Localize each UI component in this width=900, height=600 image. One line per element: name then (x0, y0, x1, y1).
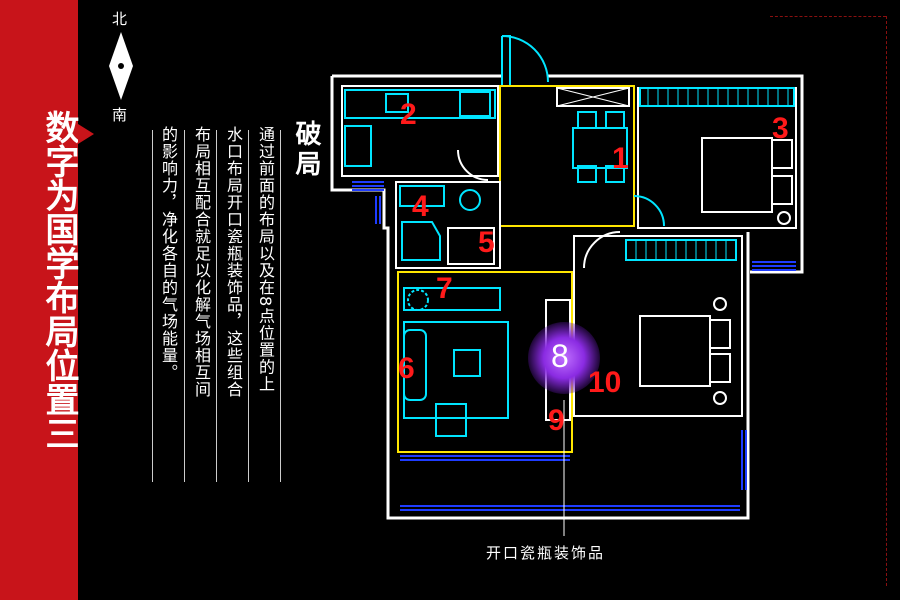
marker-4: 4 (412, 190, 429, 223)
vase-caption: 开口瓷瓶装饰品 (486, 544, 606, 562)
marker-3: 3 (772, 112, 789, 145)
marker-7: 7 (436, 272, 453, 305)
marker-9: 9 (548, 404, 565, 437)
body-column-4: 的影响力，净化各自的气场能量。 (159, 126, 178, 381)
sidebar-banner: 数字为国学布局位置三 (0, 0, 79, 600)
column-divider (216, 130, 217, 482)
sidebar-title: 数字为国学布局位置三 (39, 110, 79, 450)
frame-right-line (886, 16, 888, 586)
sidebar-pointer (78, 124, 94, 144)
marker-8-glow (528, 322, 600, 394)
marker-5: 5 (478, 226, 495, 259)
marker-6: 6 (398, 352, 415, 385)
marker-1: 1 (612, 142, 629, 175)
body-column-1: 通过前面的布局以及在8点位置的上 (256, 126, 275, 393)
compass-south-label: 南 (112, 106, 128, 124)
column-divider (248, 130, 249, 482)
compass-north-label: 北 (112, 10, 128, 28)
marker-8: 8 (551, 338, 569, 374)
column-divider (152, 130, 153, 482)
body-column-2: 水口布局开口瓷瓶装饰品，这些组合 (224, 126, 243, 398)
column-divider (280, 130, 281, 482)
section-heading: 破局 (291, 120, 321, 180)
body-column-3: 布局相互配合就足以化解气场相互间 (192, 126, 211, 398)
frame-top-line (770, 16, 886, 18)
marker-2: 2 (400, 98, 417, 131)
marker-10: 10 (588, 366, 622, 399)
column-divider (184, 130, 185, 482)
